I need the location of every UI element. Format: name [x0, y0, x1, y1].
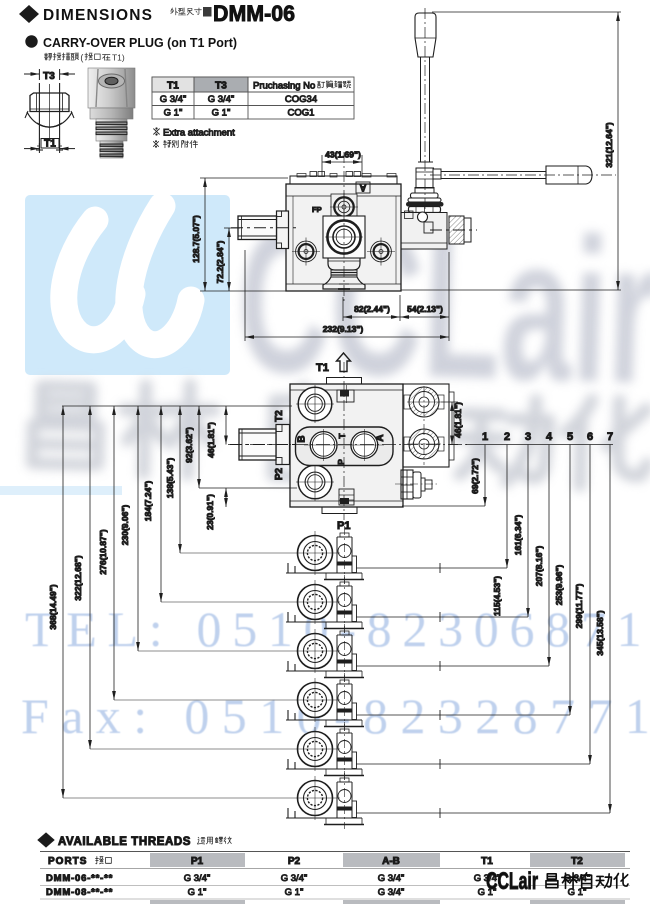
svg-text:2: 2	[504, 431, 510, 443]
svg-text:PORTS: PORTS	[48, 856, 87, 867]
svg-text:Pruchasing No: Pruchasing No	[253, 81, 315, 92]
svg-text:DMM-08-**-**: DMM-08-**-**	[46, 887, 113, 898]
svg-text:253(9.96"): 253(9.96")	[554, 565, 564, 606]
svg-text:T1: T1	[167, 81, 179, 92]
svg-text:P2: P2	[274, 467, 285, 480]
svg-text:COG1: COG1	[288, 108, 315, 119]
svg-text:A: A	[375, 434, 386, 441]
svg-text:184(7.24"): 184(7.24")	[143, 481, 153, 522]
svg-text:207(8.16"): 207(8.16")	[534, 546, 544, 587]
svg-text:5: 5	[567, 431, 573, 443]
svg-text:T1: T1	[44, 139, 56, 150]
svg-text:345(13.58"): 345(13.58")	[595, 610, 605, 655]
svg-text:138(5.43"): 138(5.43")	[165, 458, 175, 499]
svg-text:DMM-06-**-**: DMM-06-**-**	[46, 873, 113, 884]
svg-text:P1: P1	[191, 856, 204, 867]
svg-text:Extra attachment: Extra attachment	[163, 128, 235, 139]
svg-text:G 1": G 1"	[164, 108, 183, 119]
svg-text:6: 6	[587, 431, 593, 443]
svg-text:43(1.69"): 43(1.69")	[325, 150, 361, 160]
svg-text:72.2(2.84"): 72.2(2.84")	[215, 240, 225, 283]
svg-text:54(2.13"): 54(2.13")	[407, 304, 443, 314]
svg-text:G 1": G 1"	[212, 108, 231, 119]
svg-text:4: 4	[546, 431, 553, 443]
svg-text:B: B	[297, 435, 308, 442]
svg-text:232(9.13"): 232(9.13")	[323, 324, 364, 334]
svg-text:P2: P2	[288, 856, 301, 867]
svg-text:G 3/4": G 3/4"	[281, 873, 308, 884]
svg-text:FP: FP	[312, 205, 322, 214]
svg-text:COG34: COG34	[285, 94, 317, 105]
svg-text:CARRY-OVER PLUG (on T1 Port): CARRY-OVER PLUG (on T1 Port)	[43, 35, 237, 50]
svg-text:(: (	[80, 53, 83, 63]
svg-text:T2: T2	[571, 856, 583, 867]
svg-text:T1: T1	[481, 856, 493, 867]
svg-text:299(11.77"): 299(11.77")	[574, 583, 584, 628]
svg-text:321(12.64"): 321(12.64")	[604, 122, 614, 167]
svg-text:T3: T3	[215, 81, 227, 92]
svg-text:368(14.49"): 368(14.49")	[48, 584, 58, 629]
svg-text:G 1": G 1"	[478, 887, 497, 898]
svg-text:46(1.81"): 46(1.81")	[453, 402, 463, 438]
svg-text:CCLair: CCLair	[486, 868, 538, 895]
svg-text:1: 1	[482, 431, 488, 443]
svg-text:322(12.68"): 322(12.68")	[73, 555, 83, 600]
svg-text:128.7(5.07"): 128.7(5.07")	[191, 215, 201, 263]
svg-text:3: 3	[525, 431, 531, 443]
svg-text:T: T	[337, 433, 347, 439]
svg-text:92(3.62"): 92(3.62")	[184, 427, 194, 463]
svg-text:82(2.44"): 82(2.44")	[354, 304, 390, 314]
svg-text:DIMENSIONS: DIMENSIONS	[43, 7, 153, 24]
svg-text:G 1": G 1"	[285, 887, 304, 898]
svg-text:P1: P1	[337, 520, 350, 532]
svg-text:276(10.87"): 276(10.87")	[98, 529, 108, 574]
svg-text:G 1": G 1"	[568, 887, 587, 898]
svg-text:46(1.81"): 46(1.81")	[206, 422, 216, 458]
svg-text:P: P	[336, 459, 346, 465]
svg-text:G 3/4": G 3/4"	[378, 887, 405, 898]
svg-text:G 1": G 1"	[188, 887, 207, 898]
svg-text:7: 7	[607, 431, 613, 443]
svg-text:G 3/4": G 3/4"	[160, 94, 187, 105]
svg-text:G 3/4": G 3/4"	[474, 873, 501, 884]
svg-text:A-B: A-B	[382, 856, 400, 867]
svg-text:T1: T1	[316, 362, 329, 374]
svg-text:DMM-06: DMM-06	[213, 1, 295, 26]
svg-text:G 3/4": G 3/4"	[208, 94, 235, 105]
svg-text:T3: T3	[43, 71, 55, 82]
svg-text:230(9.06"): 230(9.06")	[120, 505, 130, 546]
svg-text:T1): T1)	[112, 53, 125, 63]
svg-text:G 3/4": G 3/4"	[378, 873, 405, 884]
svg-text:T2: T2	[274, 410, 285, 422]
svg-text:23(0.91"): 23(0.91")	[205, 494, 215, 530]
svg-text:69(2.72"): 69(2.72")	[470, 458, 480, 494]
svg-text:Fax: 0510-82328771: Fax: 0510-82328771	[21, 688, 650, 744]
svg-text:115(4.53"): 115(4.53")	[492, 576, 502, 616]
svg-text:AVAILABLE THREADS: AVAILABLE THREADS	[58, 836, 191, 848]
svg-text:G 3/4": G 3/4"	[184, 873, 211, 884]
svg-text:161(6.34"): 161(6.34")	[513, 515, 523, 556]
svg-text:A: A	[359, 183, 366, 193]
